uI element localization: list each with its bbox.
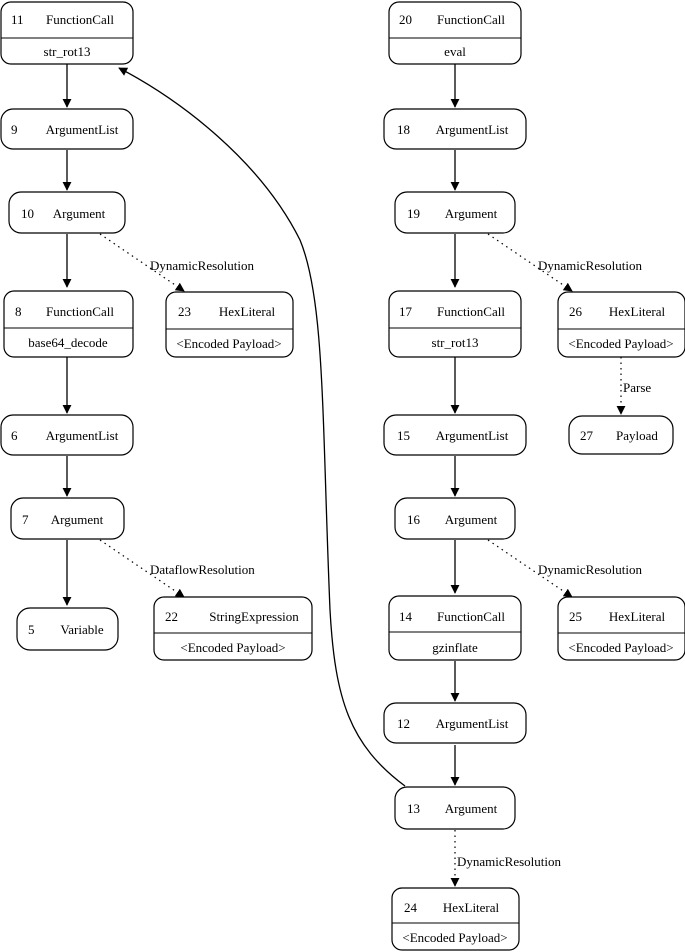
edge-label-16-25: DynamicResolution (538, 562, 642, 577)
node-id: 24 (404, 900, 418, 915)
node-25: 25 HexLiteral <Encoded Payload> (557, 596, 685, 661)
node-id: 7 (22, 512, 29, 527)
node-22: 22 StringExpression <Encoded Payload> (153, 596, 313, 661)
node-value: base64_decode (28, 335, 108, 350)
node-16: 16 Argument (394, 497, 516, 540)
edge-16-25 (487, 539, 573, 598)
node-type: ArgumentList (46, 122, 119, 137)
node-type: HexLiteral (443, 900, 500, 915)
node-type: FunctionCall (437, 12, 505, 27)
node-id: 20 (399, 12, 412, 27)
node-type: HexLiteral (219, 304, 276, 319)
node-id: 6 (11, 428, 18, 443)
node-value: <Encoded Payload> (568, 336, 673, 351)
node-14: 14 FunctionCall gzinflate (388, 595, 522, 661)
node-id: 9 (11, 122, 18, 137)
node-id: 25 (569, 609, 582, 624)
node-type: StringExpression (209, 609, 299, 624)
node-20: 20 FunctionCall eval (388, 1, 522, 65)
node-id: 11 (11, 12, 24, 27)
node-5: 5 Variable (16, 607, 119, 651)
node-id: 18 (397, 122, 410, 137)
node-id: 13 (407, 801, 420, 816)
node-type: HexLiteral (609, 609, 666, 624)
node-6: 6 ArgumentList (0, 414, 134, 456)
node-type: FunctionCall (437, 609, 505, 624)
node-18: 18 ArgumentList (383, 108, 527, 150)
node-id: 27 (580, 428, 594, 443)
node-id: 19 (407, 206, 420, 221)
node-id: 17 (399, 304, 413, 319)
node-id: 22 (165, 609, 178, 624)
node-26: 26 HexLiteral <Encoded Payload> (557, 291, 685, 358)
node-type: Argument (445, 206, 498, 221)
node-id: 23 (178, 304, 191, 319)
node-type: Argument (445, 801, 498, 816)
node-value: str_rot13 (44, 44, 91, 59)
node-7: 7 Argument (10, 497, 125, 540)
edge-7-22 (99, 539, 185, 598)
node-id: 14 (399, 609, 413, 624)
node-value: <Encoded Payload> (176, 336, 281, 351)
node-type: FunctionCall (437, 304, 505, 319)
node-value: gzinflate (432, 640, 478, 655)
node-10: 10 Argument (8, 191, 126, 234)
node-9: 9 ArgumentList (0, 108, 134, 150)
node-value: <Encoded Payload> (180, 640, 285, 655)
node-17: 17 FunctionCall str_rot13 (388, 290, 522, 358)
node-id: 12 (397, 716, 410, 731)
node-type: Payload (616, 428, 658, 443)
edge-19-26 (487, 233, 573, 292)
node-id: 10 (21, 206, 34, 221)
node-id: 5 (28, 622, 35, 637)
node-type: ArgumentList (436, 428, 509, 443)
edge-10-23 (99, 233, 185, 292)
node-type: Argument (445, 512, 498, 527)
node-type: ArgumentList (436, 716, 509, 731)
edge-label-26-27: Parse (623, 380, 651, 395)
node-type: FunctionCall (46, 12, 114, 27)
node-13: 13 Argument (394, 786, 516, 830)
node-24: 24 HexLiteral <Encoded Payload> (391, 887, 520, 951)
node-value: <Encoded Payload> (568, 640, 673, 655)
node-type: FunctionCall (46, 304, 114, 319)
node-23: 23 HexLiteral <Encoded Payload> (165, 291, 294, 358)
edge-label-7-22: DataflowResolution (150, 562, 255, 577)
node-value: str_rot13 (432, 335, 479, 350)
node-12: 12 ArgumentList (383, 702, 527, 744)
node-8: 8 FunctionCall base64_decode (3, 290, 134, 358)
node-type: ArgumentList (46, 428, 119, 443)
edge-label-13-24: DynamicResolution (457, 854, 561, 869)
node-id: 16 (407, 512, 421, 527)
node-type: Argument (51, 512, 104, 527)
node-type: Variable (60, 622, 104, 637)
node-11: 11 FunctionCall str_rot13 (0, 1, 134, 65)
node-id: 8 (15, 304, 22, 319)
node-type: Argument (53, 206, 106, 221)
node-27: 27 Payload (568, 415, 674, 455)
node-id: 26 (569, 304, 583, 319)
edge-label-19-26: DynamicResolution (538, 258, 642, 273)
node-id: 15 (397, 428, 410, 443)
node-19: 19 Argument (394, 191, 516, 234)
node-15: 15 ArgumentList (383, 414, 527, 456)
node-value: eval (444, 44, 466, 59)
edge-13-11 (118, 67, 406, 787)
node-type: HexLiteral (609, 304, 666, 319)
node-type: ArgumentList (436, 122, 509, 137)
edge-label-10-23: DynamicResolution (150, 258, 254, 273)
node-value: <Encoded Payload> (402, 930, 507, 945)
